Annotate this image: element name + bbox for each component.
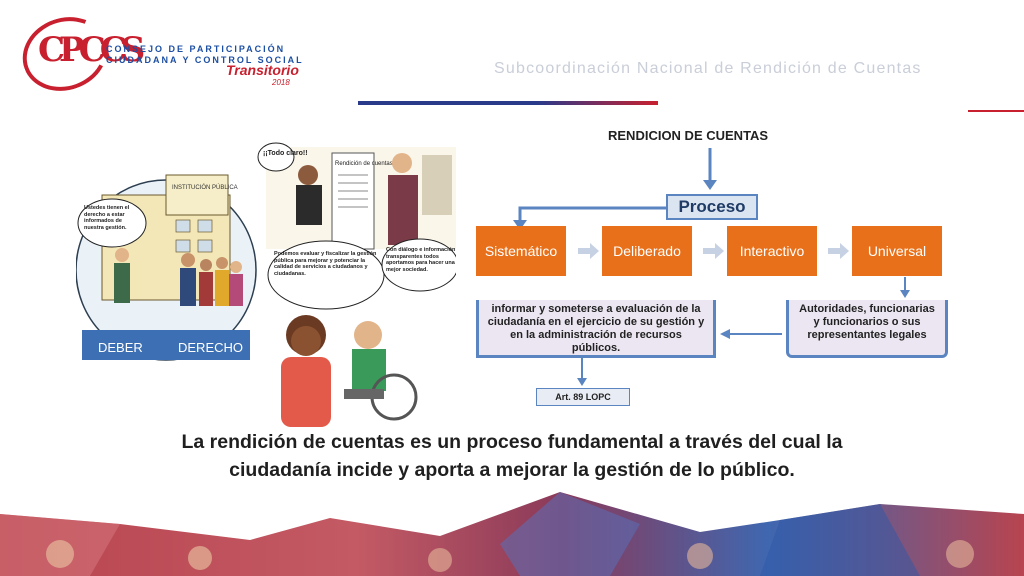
label-derecho: DERECHO [178, 340, 243, 355]
band-face-3 [428, 548, 452, 572]
process-diagram [513, 148, 910, 386]
bubble-todo: ¡¡Todo claro!! [263, 150, 308, 157]
board-title: Rendición de cuentas [335, 161, 393, 167]
band-face-4 [687, 543, 713, 569]
org-transitorio: Transitorio [226, 62, 299, 78]
reference-box: Art. 89 LOPC [536, 388, 630, 406]
bubble-left: Ustedes tienen el derecho a estar inform… [84, 205, 130, 231]
step-deliberado: Deliberado [602, 226, 692, 276]
arrow-universal-head [900, 290, 910, 298]
band-facet-2 [760, 504, 920, 576]
label-deber: DEBER [98, 340, 143, 355]
photo-band [0, 492, 1024, 576]
main-statement-line1: La rendición de cuentas es un proceso fu… [181, 431, 843, 453]
band-face-1 [46, 540, 74, 568]
rendicion-board-scene: ¡¡Todo claro!! Rendición de cuentas [257, 142, 456, 250]
ciudadanos-scene: Podemos evaluar y fiscalizar la gestión … [267, 238, 456, 427]
arrow-right-to-left-head [720, 329, 730, 339]
bubble-man: Con diálogo e información transparentes … [386, 247, 456, 273]
illustration: INSTITUCIÓN PÚBLICA Ustedes tienen el de… [76, 142, 456, 427]
building-sign: INSTITUCIÓN PÚBLICA [172, 184, 238, 191]
page-subtitle: Subcoordinación Nacional de Rendición de… [494, 60, 922, 77]
org-name-line2: CIUDADANA Y CONTROL SOCIAL [106, 55, 304, 65]
logo-mark: CPCCS [38, 30, 145, 70]
band-face-5 [946, 540, 974, 568]
arrow-proceso-left-head [513, 220, 527, 230]
band-facet-1 [500, 492, 640, 576]
header-divider [358, 101, 658, 105]
arrow-title-head [703, 180, 717, 190]
process-box: Proceso [666, 194, 758, 220]
arrow-step-3 [828, 243, 849, 259]
header-divider-right [968, 110, 1024, 112]
band-face-2 [188, 546, 212, 570]
deber-derecho-scene: INSTITUCIÓN PÚBLICA Ustedes tienen el de… [76, 174, 257, 361]
arrow-step-2 [703, 243, 724, 259]
subjects-box: Autoridades, funcionarias y funcionarios… [786, 300, 948, 358]
main-statement-line2: ciudadanía incide y aporta a mejorar la … [229, 459, 795, 481]
arrow-proceso-left [518, 206, 666, 224]
step-sistematico: Sistemático [476, 226, 566, 276]
org-year: 2018 [272, 78, 290, 87]
step-universal: Universal [852, 226, 942, 276]
step-interactivo: Interactivo [727, 226, 817, 276]
diagram-title: RENDICION DE CUENTAS [608, 128, 769, 143]
bubble-woman: Podemos evaluar y fiscalizar la gestión … [274, 251, 377, 277]
arrow-left-down-head [577, 378, 587, 386]
logo-letters: CPCCS [38, 30, 145, 70]
definition-box: informar y someterse a evaluación de la … [476, 300, 716, 358]
arrow-step-1 [578, 243, 599, 259]
org-name-line1: CONSEJO DE PARTICIPACIÓN [106, 44, 286, 54]
main-statement: La rendición de cuentas es un proceso fu… [112, 428, 912, 484]
